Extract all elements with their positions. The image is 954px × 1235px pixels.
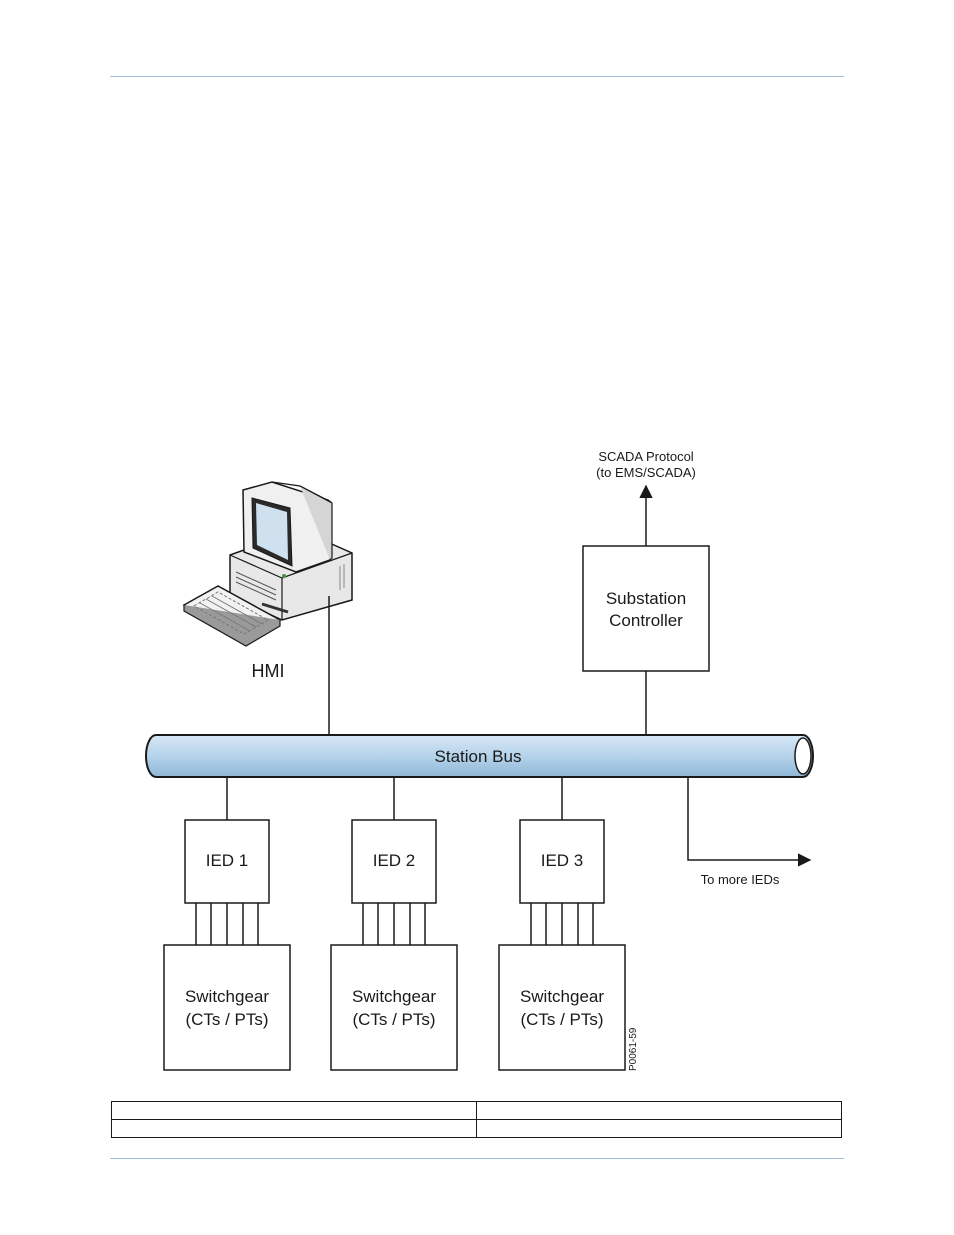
table-cell	[476, 1119, 842, 1138]
ied-group-2: IED 2 Switchgear (CTs / PTs)	[330, 777, 458, 1071]
figure-code: P0061-59	[628, 1027, 639, 1071]
ied-group-3: IED 3 Switchgear (CTs / PTs)	[498, 777, 626, 1071]
caption-table	[111, 1101, 842, 1138]
switchgear-box-2	[330, 944, 458, 1071]
hmi-label: HMI	[252, 661, 285, 681]
to-more-ieds-arrow	[687, 777, 812, 867]
ied-label-2: IED 2	[373, 851, 416, 870]
station-bus-label: Station Bus	[435, 747, 522, 766]
ied-label-1: IED 1	[206, 851, 249, 870]
switchgear-box-1	[163, 944, 291, 1071]
substation-controller-label-line1: Substation	[606, 589, 686, 608]
switchgear-label-1-line1: Switchgear	[185, 987, 269, 1006]
switchgear-label-1-line2: (CTs / PTs)	[185, 1010, 268, 1029]
table-cell	[111, 1119, 477, 1138]
ied-group-1: IED 1 Switchgear (CTs / PTs)	[163, 777, 291, 1071]
ied-label-3: IED 3	[541, 851, 584, 870]
ied-box-2	[351, 819, 437, 904]
switchgear-label-2-line1: Switchgear	[352, 987, 436, 1006]
footer-rule	[110, 1158, 844, 1159]
to-more-ieds-label: To more IEDs	[701, 872, 780, 887]
switchgear-label-2-line2: (CTs / PTs)	[352, 1010, 435, 1029]
switchgear-box-3	[498, 944, 626, 1071]
table-cell	[476, 1101, 842, 1120]
scada-destination-label: (to EMS/SCADA)	[596, 465, 696, 480]
ied-box-3	[519, 819, 605, 904]
computer-icon	[182, 481, 353, 647]
scada-protocol-label: SCADA Protocol	[598, 449, 693, 464]
header-rule	[110, 76, 844, 77]
station-bus-end-cap	[794, 737, 812, 775]
substation-controller-box	[582, 545, 710, 672]
table-cell	[111, 1101, 477, 1120]
table-row	[111, 1119, 842, 1138]
table-row	[111, 1101, 842, 1120]
switchgear-label-3-line1: Switchgear	[520, 987, 604, 1006]
switchgear-label-3-line2: (CTs / PTs)	[520, 1010, 603, 1029]
station-bus	[145, 734, 814, 778]
substation-controller-label-line2: Controller	[609, 611, 683, 630]
